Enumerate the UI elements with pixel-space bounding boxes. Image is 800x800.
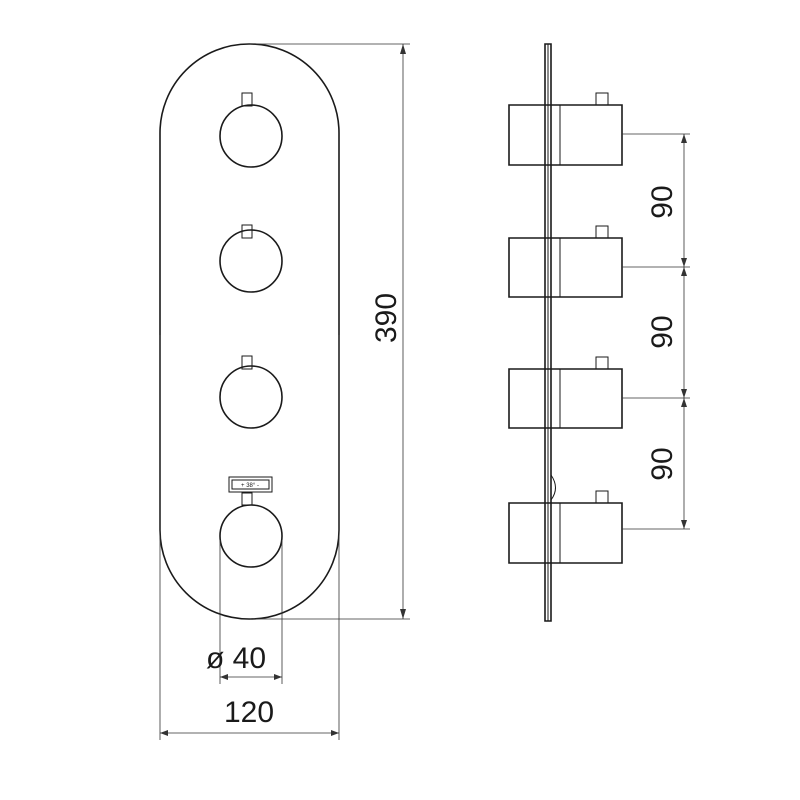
side-handle-2 (508, 225, 623, 298)
thermostat-scale-text: + 38° - (241, 483, 259, 489)
side-view (508, 43, 623, 622)
side-handle-3 (508, 356, 623, 429)
side-handle-4 (508, 490, 623, 564)
front-knob-thermostat: + 38° - (219, 476, 283, 568)
spacing-label-1: 90 (646, 185, 679, 218)
width-dimension-label: 120 (224, 696, 274, 729)
front-knob-3 (219, 355, 283, 429)
height-dimension-label: 390 (370, 293, 403, 343)
knob-diameter-label: ø 40 (206, 642, 266, 675)
spacing-dimensions: 90 90 90 (622, 133, 690, 530)
knob-diameter-dimension: ø 40 (206, 540, 283, 684)
height-dimension: 390 (250, 43, 410, 620)
spacing-label-3: 90 (646, 447, 679, 480)
spacing-label-2: 90 (646, 315, 679, 348)
front-knob-1 (219, 92, 283, 168)
cover-plate-front (159, 43, 340, 620)
width-dimension: 120 (159, 335, 340, 740)
front-view: + 38° - (159, 43, 340, 620)
thermostat-scale (228, 476, 273, 493)
side-handle-1 (508, 92, 623, 166)
front-knob-2 (219, 224, 283, 293)
